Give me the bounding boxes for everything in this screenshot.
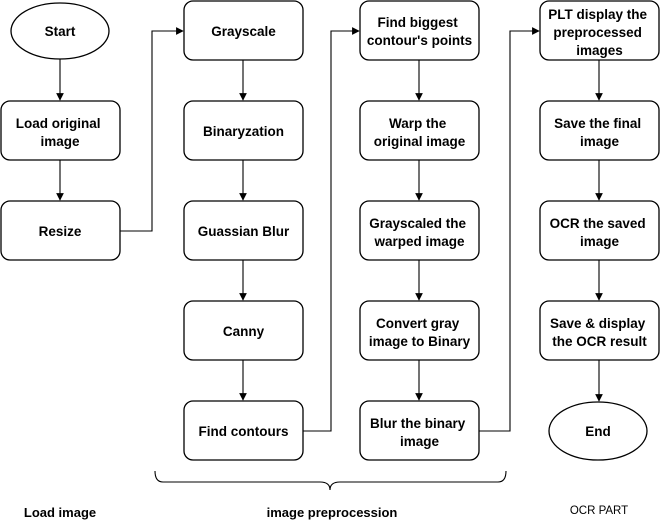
node-blur-binary-line2: image <box>400 434 440 449</box>
node-plt-display-line2: preprocessed <box>553 25 642 40</box>
section-label-load-image: Load image <box>24 505 96 520</box>
node-convert-gray-binary-line2: image to Binary <box>369 334 471 349</box>
node-ocr-saved-line1: OCR the saved <box>550 216 646 231</box>
node-save-display-ocr: Save & display the OCR result <box>539 300 660 361</box>
svg-text:PLT display the preproce: PLT display the preprocessed images <box>548 7 651 58</box>
arrow-resize-to-grayscale <box>120 27 184 232</box>
node-binaryzation-label: Binaryzation <box>203 124 284 139</box>
node-save-final-line1: Save the final <box>554 116 641 131</box>
svg-text:Save & display the OCR r: Save & display the OCR result <box>550 316 649 349</box>
node-load-original-image-line2: image <box>40 134 80 149</box>
svg-text:Load original image: Load original image <box>16 116 105 149</box>
section-label-image-preprocession: image preprocession <box>267 505 398 520</box>
node-find-contours-label: Find contours <box>199 424 289 439</box>
node-resize-label: Resize <box>39 224 82 239</box>
node-canny-label: Canny <box>223 324 265 339</box>
arrow-blur-to-plt <box>479 27 540 432</box>
node-save-display-ocr-line2: the OCR result <box>552 334 647 349</box>
preprocessing-brace <box>154 470 507 491</box>
node-warp-original-line1: Warp the <box>389 116 447 131</box>
node-find-biggest-contour: Find biggest contour's points <box>359 0 480 61</box>
node-ocr-saved-line2: image <box>580 234 620 249</box>
svg-text:Warp the original image: Warp the original image <box>374 116 466 149</box>
svg-text:Find biggest contour's p: Find biggest contour's points <box>367 15 472 48</box>
node-start: Start <box>10 2 110 60</box>
node-find-contours: Find contours <box>183 400 304 461</box>
node-guassian-blur-label: Guassian Blur <box>198 224 290 239</box>
node-load-original-image: Load original image <box>0 100 121 161</box>
node-plt-display-line3: images <box>576 43 623 58</box>
node-save-final-line2: image <box>580 134 620 149</box>
svg-text:Grayscaled the warped im: Grayscaled the warped image <box>369 216 470 249</box>
section-label-ocr-part: OCR PART <box>570 505 628 517</box>
svg-text:Convert gray image to Bi: Convert gray image to Binary <box>369 316 471 349</box>
node-grayscaled-warped: Grayscaled the warped image <box>359 200 480 261</box>
node-save-final: Save the final image <box>539 100 660 161</box>
node-binaryzation: Binaryzation <box>183 100 304 161</box>
node-canny: Canny <box>183 300 304 361</box>
node-end-label: End <box>585 424 611 439</box>
svg-text:OCR the saved image: OCR the saved image <box>550 216 650 249</box>
node-ocr-saved: OCR the saved image <box>539 200 660 261</box>
node-grayscale: Grayscale <box>183 0 304 61</box>
node-grayscaled-warped-line1: Grayscaled the <box>369 216 466 231</box>
node-convert-gray-binary-line1: Convert gray <box>376 316 460 331</box>
node-find-biggest-contour-line2: contour's points <box>367 33 472 48</box>
node-resize: Resize <box>0 200 121 261</box>
node-plt-display-line1: PLT display the <box>548 7 647 22</box>
node-warp-original: Warp the original image <box>359 100 480 161</box>
svg-text:Save the final image: Save the final image <box>554 116 645 149</box>
node-guassian-blur: Guassian Blur <box>183 200 304 261</box>
node-blur-binary-line1: Blur the binary <box>370 416 466 431</box>
node-load-original-image-line1: Load original <box>16 116 101 131</box>
arrow-find-contours-to-biggest <box>303 27 360 432</box>
node-grayscale-label: Grayscale <box>211 24 276 39</box>
node-convert-gray-binary: Convert gray image to Binary <box>359 300 480 361</box>
svg-text:Blur the binary image: Blur the binary image <box>370 416 469 449</box>
node-warp-original-line2: original image <box>374 134 466 149</box>
node-grayscaled-warped-line2: warped image <box>373 234 465 249</box>
node-blur-binary: Blur the binary image <box>359 400 480 461</box>
node-start-label: Start <box>45 24 76 39</box>
node-end: End <box>548 401 648 461</box>
node-save-display-ocr-line1: Save & display <box>550 316 646 331</box>
node-plt-display: PLT display the preprocessed images <box>539 0 660 61</box>
node-find-biggest-contour-line1: Find biggest <box>377 15 458 30</box>
